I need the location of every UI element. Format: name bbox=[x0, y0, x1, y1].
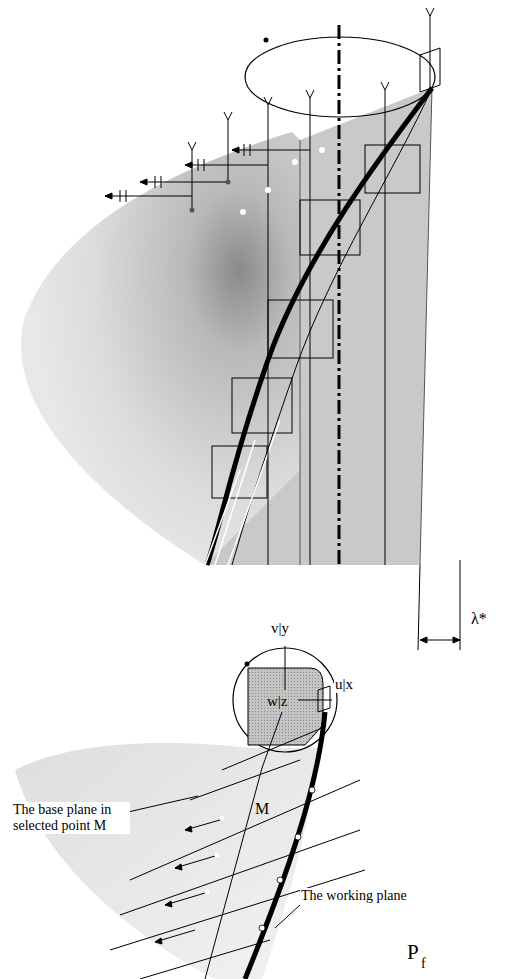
point-label: M bbox=[254, 800, 270, 818]
angle-label: λ* bbox=[470, 610, 488, 628]
leader-line bbox=[275, 905, 300, 928]
leader-line bbox=[128, 796, 198, 812]
plane-symbol: P bbox=[406, 940, 420, 964]
cutting-edge bbox=[245, 712, 325, 979]
axis-label: u|x bbox=[334, 676, 354, 693]
axis-label: w|z bbox=[266, 693, 289, 710]
land-band bbox=[205, 88, 432, 565]
tool-symbols bbox=[105, 144, 325, 215]
cutting-edge bbox=[207, 88, 432, 565]
helical-flank-figure bbox=[21, 8, 460, 650]
tool-axis bbox=[338, 25, 341, 565]
plane-subscript: f bbox=[420, 956, 427, 972]
lambda-dimension bbox=[418, 560, 460, 650]
axis-label: v|y bbox=[270, 620, 290, 637]
plane-note: The working plane bbox=[300, 888, 408, 904]
flank-surface bbox=[21, 132, 300, 565]
plane-note: The base plane in selected point M bbox=[12, 802, 130, 834]
plane-lines bbox=[110, 712, 365, 979]
tool-symbols bbox=[155, 816, 225, 945]
velocity-lines bbox=[188, 8, 434, 565]
